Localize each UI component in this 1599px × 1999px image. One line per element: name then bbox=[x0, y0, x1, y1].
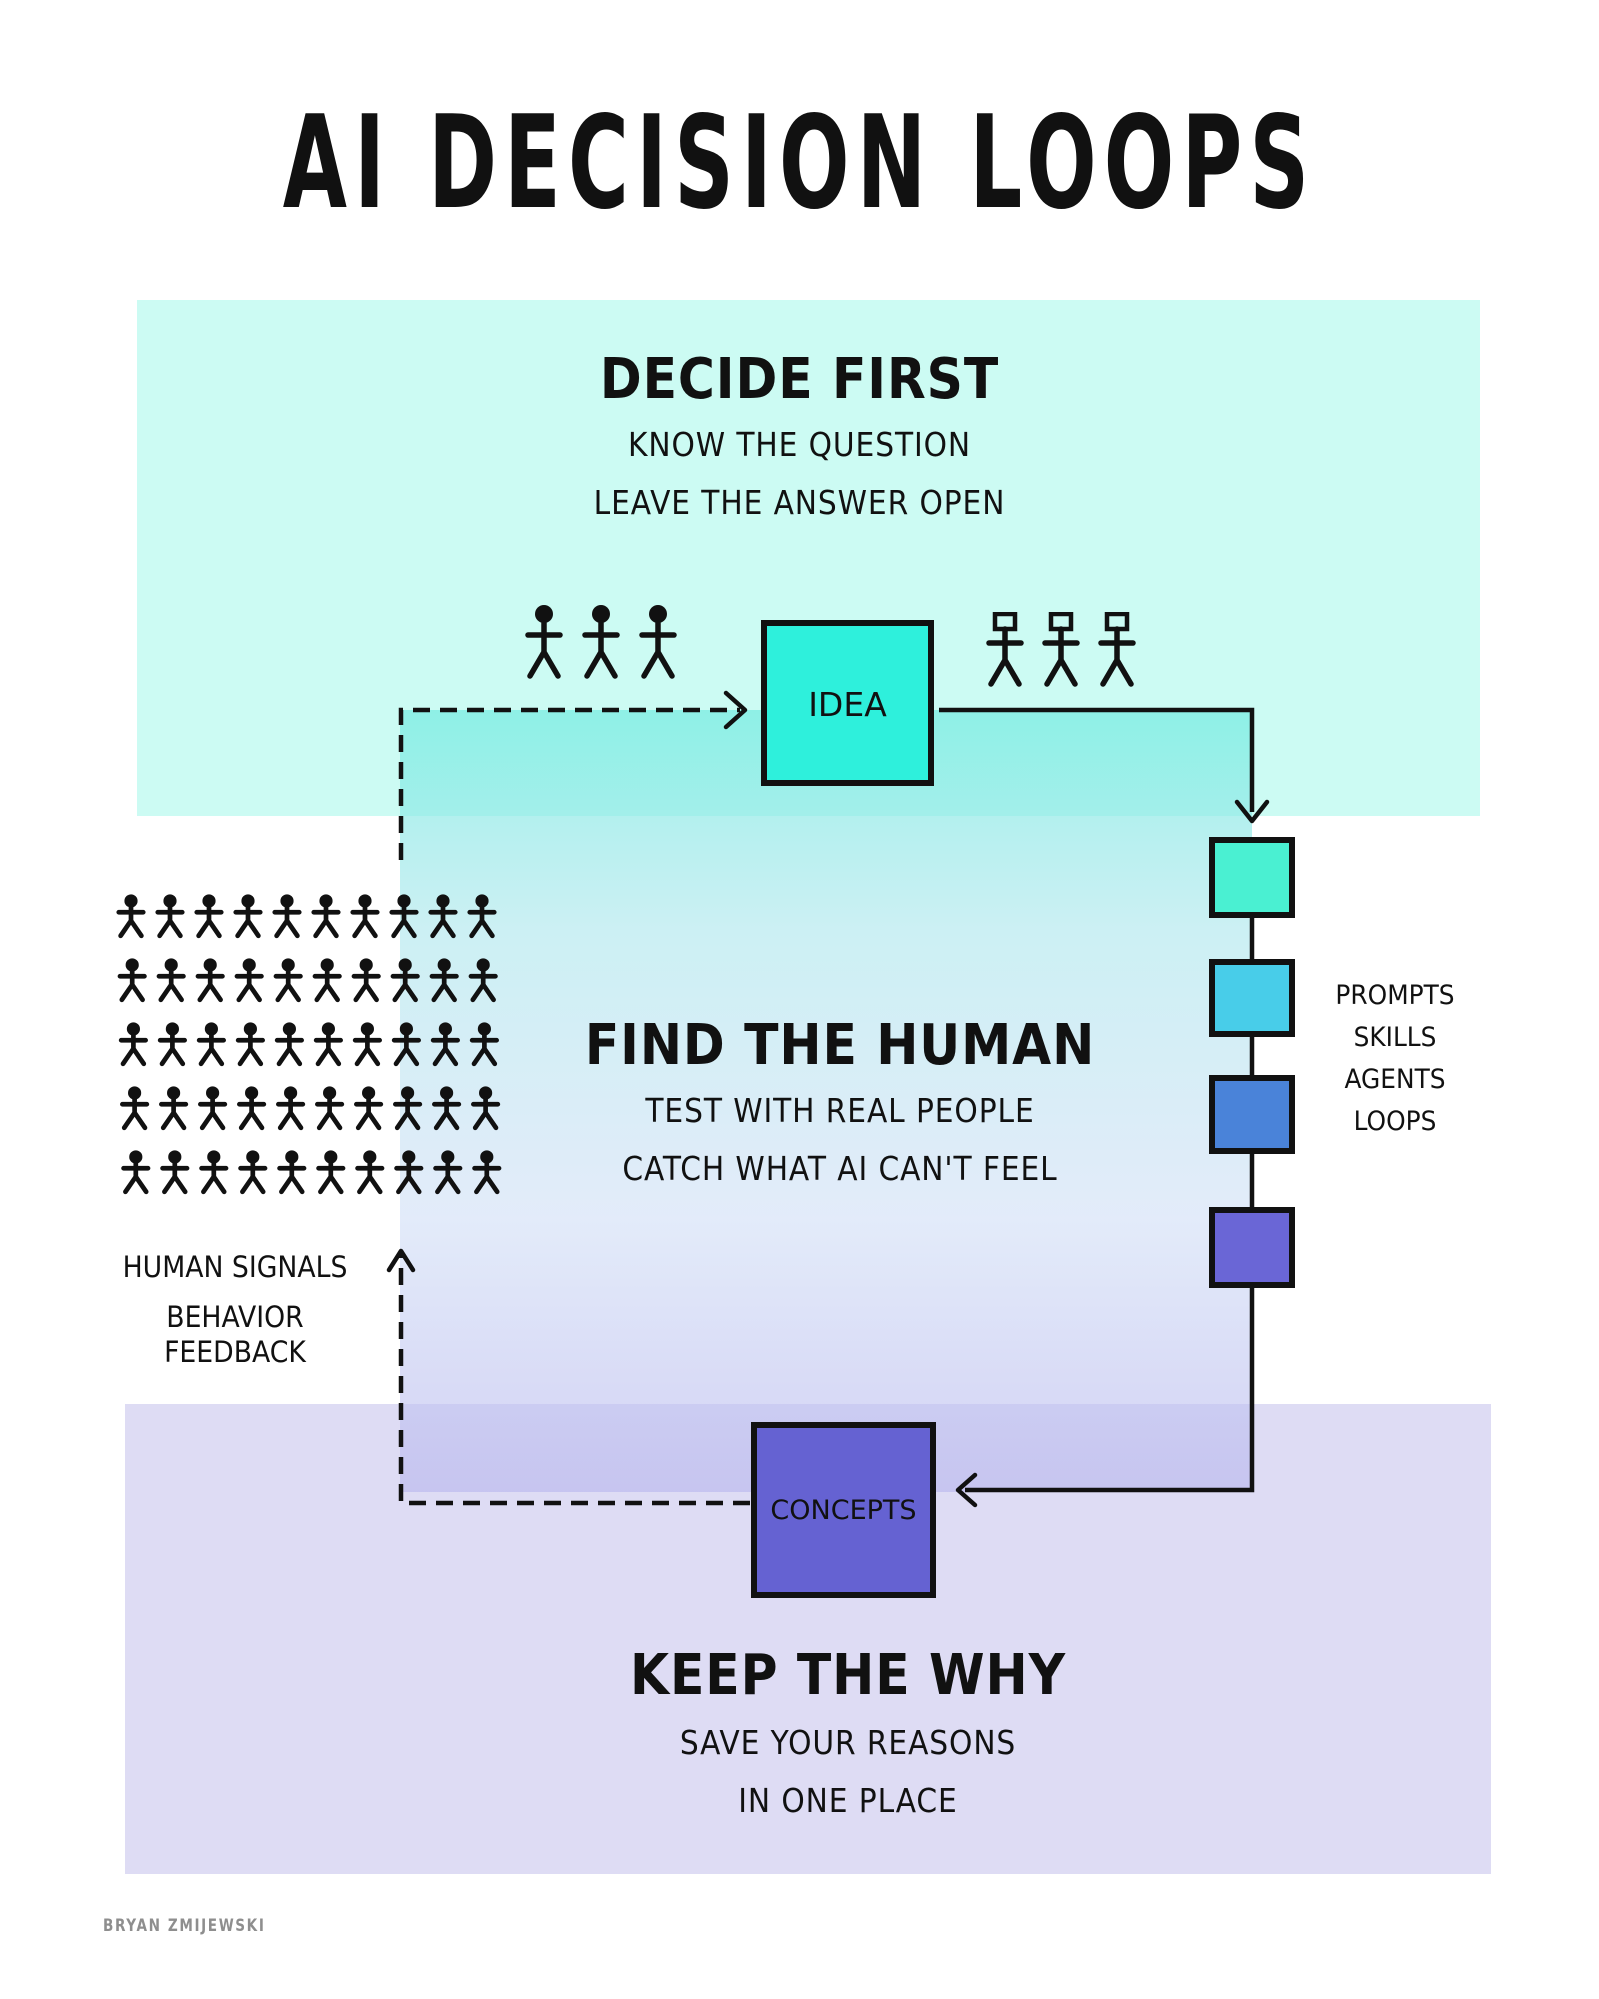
why-line-2: IN ONE PLACE bbox=[738, 1781, 958, 1820]
person-icon bbox=[238, 1022, 262, 1063]
concepts-label: CONCEPTS bbox=[770, 1495, 917, 1526]
person-icon bbox=[471, 958, 495, 999]
human-signals-label: HUMAN SIGNALS bbox=[122, 1250, 348, 1284]
human-crowd bbox=[119, 894, 499, 1191]
person-icon bbox=[163, 1150, 187, 1191]
pipeline-path bbox=[939, 707, 1255, 812]
person-icon bbox=[197, 894, 221, 935]
signal-behavior: BEHAVIOR bbox=[166, 1300, 304, 1334]
person-icon bbox=[236, 894, 260, 935]
person-icon bbox=[358, 1150, 382, 1191]
person-icon bbox=[314, 894, 338, 935]
pipeline-step-4 bbox=[1209, 1207, 1295, 1288]
decide-line-1: KNOW THE QUESTION bbox=[627, 425, 972, 464]
person-icon bbox=[278, 1086, 302, 1127]
person-icon bbox=[472, 1022, 496, 1063]
pipeline-step-3 bbox=[1209, 1075, 1295, 1154]
pipeline-label-skills: SKILLS bbox=[1353, 1022, 1437, 1053]
pipeline-step-2 bbox=[1209, 959, 1295, 1037]
person-icon bbox=[120, 958, 144, 999]
person-icon bbox=[315, 958, 339, 999]
person-icon bbox=[119, 894, 143, 935]
concepts-box bbox=[751, 1422, 936, 1598]
pipeline-connector bbox=[965, 915, 1255, 1493]
author-credit: BRYAN ZMIJEWSKI bbox=[103, 1916, 266, 1936]
pipeline-label-prompts: PROMPTS bbox=[1335, 980, 1455, 1011]
human-zone bbox=[400, 710, 1252, 1492]
feedback-path-upper bbox=[398, 707, 740, 860]
person-icon bbox=[585, 605, 617, 676]
person-icon bbox=[241, 1150, 265, 1191]
person-icon bbox=[159, 958, 183, 999]
arrowhead-to-signals bbox=[386, 1248, 416, 1273]
person-icon bbox=[355, 1022, 379, 1063]
idea-box bbox=[761, 620, 934, 786]
person-icon bbox=[280, 1150, 304, 1191]
person-icon bbox=[642, 605, 674, 676]
person-icon bbox=[161, 1086, 185, 1127]
person-icon bbox=[397, 1150, 421, 1191]
arrowhead-into-concepts bbox=[955, 1472, 978, 1508]
human-line-2: CATCH WHAT AI CAN'T FEEL bbox=[622, 1149, 1058, 1188]
idea-label: IDEA bbox=[808, 685, 887, 724]
pipeline-label-agents: AGENTS bbox=[1344, 1064, 1446, 1095]
robot-icon bbox=[989, 614, 1021, 684]
arrowhead-into-idea bbox=[723, 690, 748, 730]
person-icon bbox=[356, 1086, 380, 1127]
feedback-path bbox=[398, 1255, 750, 1506]
person-icon bbox=[436, 1150, 460, 1191]
person-icon bbox=[158, 894, 182, 935]
person-icon bbox=[121, 1022, 145, 1063]
person-icon bbox=[124, 1150, 148, 1191]
why-title: KEEP THE WHY bbox=[629, 1643, 1066, 1708]
signal-feedback: FEEDBACK bbox=[164, 1335, 306, 1369]
person-icon bbox=[277, 1022, 301, 1063]
person-icon bbox=[393, 958, 417, 999]
person-icon bbox=[433, 1022, 457, 1063]
robot-icon bbox=[1101, 614, 1133, 684]
human-line-1: TEST WITH REAL PEOPLE bbox=[645, 1091, 1035, 1130]
person-icon bbox=[276, 958, 300, 999]
person-icon bbox=[319, 1150, 343, 1191]
pipeline-step-1 bbox=[1209, 837, 1295, 918]
person-icon bbox=[394, 1022, 418, 1063]
person-icon bbox=[198, 958, 222, 999]
human-title: FIND THE HUMAN bbox=[584, 1013, 1096, 1078]
decide-line-2: LEAVE THE ANSWER OPEN bbox=[593, 483, 1006, 522]
person-icon bbox=[354, 958, 378, 999]
robot-icon bbox=[1045, 614, 1077, 684]
person-icon bbox=[316, 1022, 340, 1063]
person-icon bbox=[275, 894, 299, 935]
person-icon bbox=[122, 1086, 146, 1127]
person-icon bbox=[470, 894, 494, 935]
person-icon bbox=[239, 1086, 263, 1127]
person-icon bbox=[395, 1086, 419, 1127]
person-icon bbox=[199, 1022, 223, 1063]
pipeline-label-loops: LOOPS bbox=[1353, 1106, 1437, 1137]
person-icon bbox=[528, 605, 560, 676]
person-icon bbox=[392, 894, 416, 935]
person-icon bbox=[200, 1086, 224, 1127]
arrowhead-into-pipeline bbox=[1234, 799, 1270, 824]
person-icon bbox=[317, 1086, 341, 1127]
decide-title: DECIDE FIRST bbox=[599, 347, 1000, 412]
person-icon bbox=[432, 958, 456, 999]
person-icon bbox=[475, 1150, 499, 1191]
person-icon bbox=[473, 1086, 497, 1127]
person-icon bbox=[431, 894, 455, 935]
page-title: AI DECISION LOOPS bbox=[282, 89, 1317, 238]
person-icon bbox=[353, 894, 377, 935]
person-icon bbox=[160, 1022, 184, 1063]
person-icon bbox=[434, 1086, 458, 1127]
person-icon bbox=[202, 1150, 226, 1191]
person-icon bbox=[237, 958, 261, 999]
why-line-1: SAVE YOUR REASONS bbox=[679, 1723, 1017, 1762]
